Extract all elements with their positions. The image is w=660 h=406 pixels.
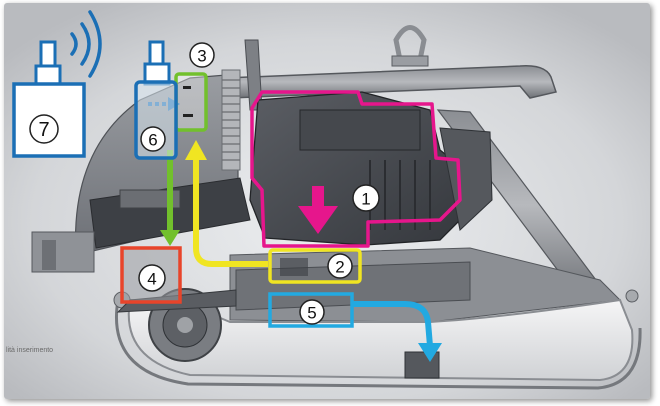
badge-2: 2 — [327, 253, 353, 279]
badge-5: 5 — [299, 299, 325, 325]
badge-6: 6 — [140, 126, 166, 152]
svg-text:2: 2 — [335, 258, 344, 277]
component-1-engine — [250, 90, 462, 248]
front-bumper — [31, 231, 95, 273]
flow-arrow-icon — [418, 343, 442, 362]
component-3-box — [174, 72, 208, 132]
badge-4: 4 — [138, 264, 166, 292]
caption-text: lità inserimento — [6, 347, 53, 354]
flow-arrow-icon — [160, 230, 180, 246]
badge-3: 3 — [189, 42, 215, 68]
svg-text:3: 3 — [197, 47, 206, 66]
svg-text:4: 4 — [147, 270, 156, 289]
top-handlebar — [224, 65, 557, 99]
flow-arrow-cyan — [352, 301, 433, 347]
svg-text:5: 5 — [307, 304, 316, 323]
flow-arrow-icon — [185, 140, 207, 160]
signal-waves-icon — [70, 10, 102, 78]
svg-text:7: 7 — [38, 119, 49, 141]
badge-1: 1 — [352, 184, 380, 212]
receiver-icon — [134, 40, 178, 160]
svg-text:1: 1 — [361, 190, 370, 209]
component-5-box — [268, 292, 354, 328]
flow-arrow-yellow — [193, 158, 268, 267]
tension-spring — [221, 69, 241, 171]
component-2-box — [268, 248, 362, 284]
down-arrow-icon — [298, 186, 338, 234]
badge-7: 7 — [29, 114, 59, 144]
svg-text:6: 6 — [148, 131, 157, 150]
rear-hydraulic-unit — [404, 351, 440, 379]
